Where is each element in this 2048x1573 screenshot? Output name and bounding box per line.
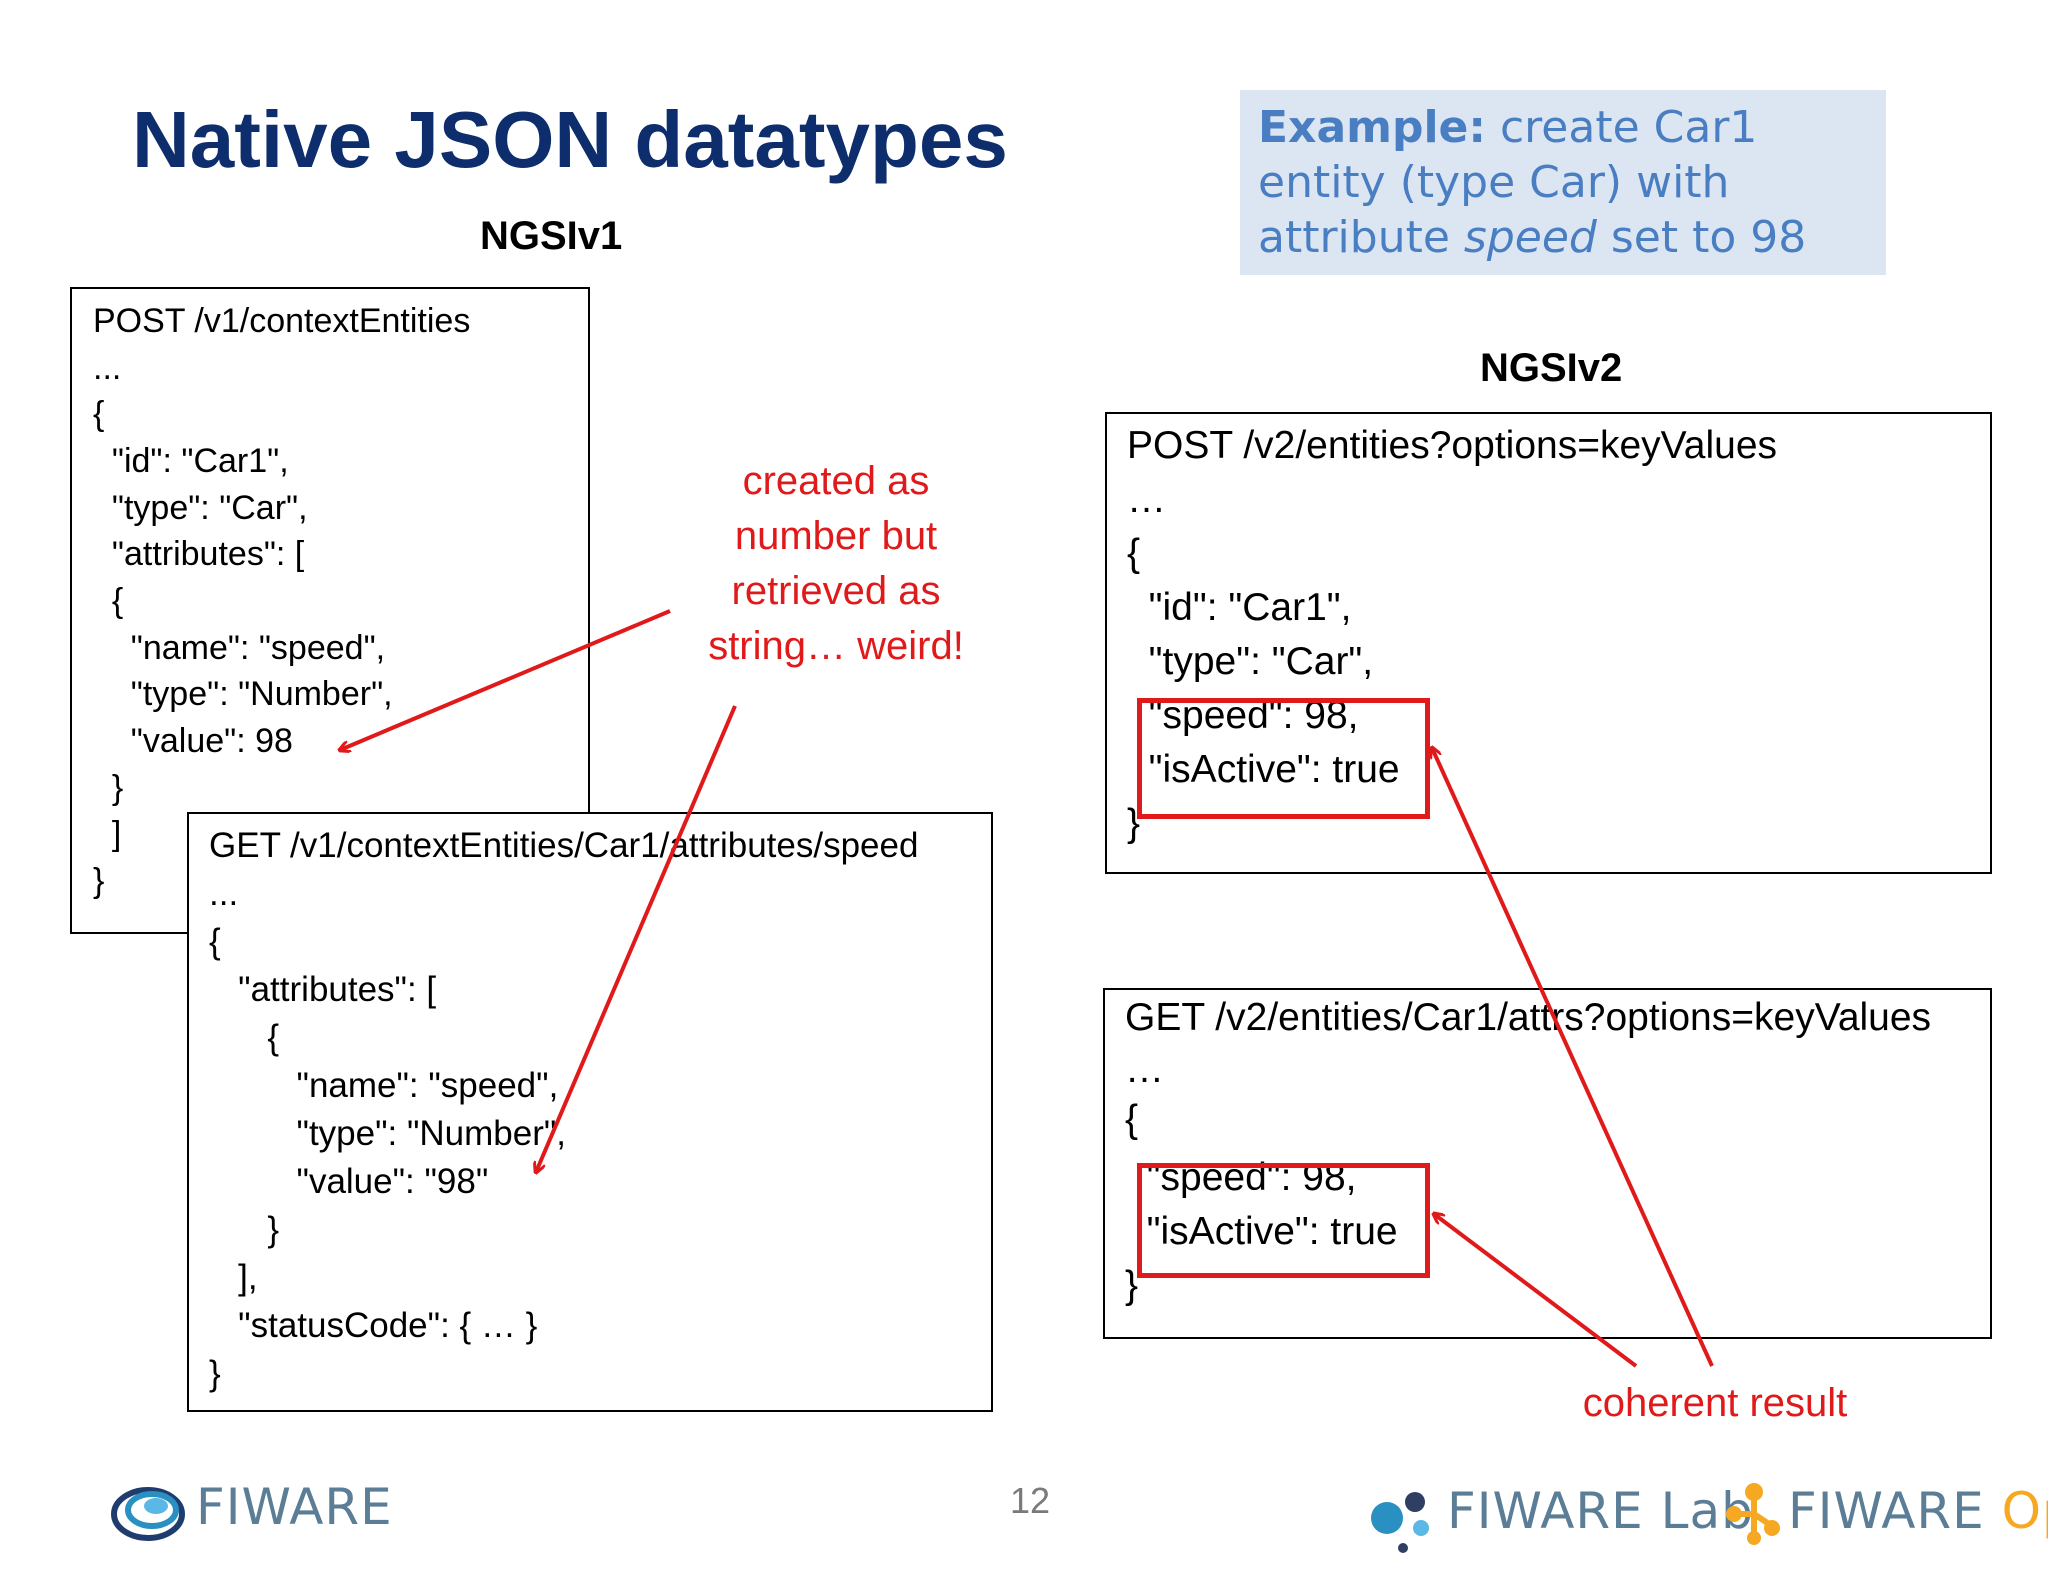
callout-line: string… weird! <box>708 624 964 668</box>
code-line: } <box>209 1354 221 1393</box>
code-line: "attributes": [ <box>93 535 305 573</box>
code-line: … <box>1127 478 1166 521</box>
callout-line: retrieved as <box>731 569 941 613</box>
code-line: "name": "speed", <box>93 629 386 667</box>
code-line: { <box>93 395 105 433</box>
callout-coherent: coherent result <box>1582 1381 1848 1425</box>
code-line: "id": "Car1", <box>1127 586 1352 629</box>
code-line: } <box>93 862 105 900</box>
fiware-logo: FIWARE <box>110 1478 392 1547</box>
example-line-2: entity (type Car) with <box>1258 157 1730 208</box>
callout-line: created as <box>742 459 930 503</box>
fiware-lab-logo-text: FIWARE Lab <box>1447 1482 1754 1540</box>
ngsiv2-label: NGSIv2 <box>1480 346 1623 390</box>
code-line: "name": "speed", <box>209 1066 559 1105</box>
code-line: { <box>209 1018 280 1057</box>
code-line: } <box>1125 1264 1139 1307</box>
highlight-box-retrieve <box>1137 1163 1430 1278</box>
code-line: ... <box>93 349 122 387</box>
code-line: } <box>209 1210 280 1249</box>
example-line-3: attribute speed set to 98 <box>1258 210 1868 265</box>
fiware-ops-nodes-icon <box>1726 1483 1780 1545</box>
example-line-3-pre: attribute <box>1258 212 1464 263</box>
code-line: ], <box>209 1258 258 1297</box>
fiware-ops-logo: FIWARE Ops <box>1724 1480 2048 1555</box>
callout-line: number but <box>734 514 938 558</box>
code-line: "type": "Number", <box>209 1114 567 1153</box>
fiware-swirl-icon <box>111 1487 185 1541</box>
code-line: "value": "98" <box>209 1162 489 1201</box>
ngsiv1-retrieve-request: GET /v1/contextEntities/Car1/attributes/… <box>187 812 993 1412</box>
code-line: "value": 98 <box>93 722 293 760</box>
fiware-ops-logo-word2: Ops <box>2001 1482 2048 1540</box>
code-line: ] <box>93 815 122 853</box>
code-line: GET /v2/entities/Car1/attrs?options=keyV… <box>1125 996 1932 1039</box>
example-line-3-italic: speed <box>1463 212 1597 263</box>
code-line: "isActive": true <box>1127 748 1400 791</box>
code-line: "isActive": true <box>1125 1210 1398 1253</box>
code-line: } <box>93 769 124 807</box>
code-line: GET /v1/contextEntities/Car1/attributes/… <box>209 826 919 865</box>
ngsiv1-label: NGSIv1 <box>480 214 623 258</box>
code-line: { <box>93 582 124 620</box>
code-line: POST /v1/contextEntities <box>93 302 471 340</box>
code-line: "type": "Number", <box>93 675 393 713</box>
fiware-ops-logo-word1: FIWARE <box>1788 1482 1985 1540</box>
code-line: POST /v2/entities?options=keyValues <box>1127 424 1778 467</box>
code-line: { <box>1125 1098 1139 1141</box>
code-line: "type": "Car", <box>93 489 308 527</box>
example-line-1-text: create Car1 <box>1486 102 1758 153</box>
slide-title: Native JSON datatypes <box>132 95 1008 184</box>
code-line: { <box>209 922 221 961</box>
code-line: "attributes": [ <box>209 970 437 1009</box>
page-number: 12 <box>1009 1480 1051 1521</box>
example-box: Example: create Car1 entity (type Car) w… <box>1240 90 1886 275</box>
code-line: "id": "Car1", <box>93 442 289 480</box>
code-line: "type": "Car", <box>1127 640 1374 683</box>
fiware-lab-logo: FIWARE Lab <box>1365 1480 1753 1565</box>
code-line: ... <box>209 874 239 913</box>
code-line: "statusCode": { … } <box>209 1306 538 1345</box>
code-line: } <box>1127 802 1141 845</box>
example-label: Example: <box>1258 102 1486 153</box>
code-line: { <box>1127 532 1141 575</box>
highlight-box-create <box>1137 698 1430 819</box>
fiware-ops-logo-text: FIWARE Ops <box>1788 1482 2048 1540</box>
fiware-lab-dots-icon <box>1371 1492 1429 1553</box>
ngsiv2-create-request: POST /v2/entities?options=keyValues … { … <box>1105 412 1992 874</box>
fiware-logo-text: FIWARE <box>196 1478 393 1536</box>
example-line-1: Example: create Car1 <box>1258 100 1868 155</box>
example-line-3-post: set to 98 <box>1596 212 1807 263</box>
code-line: … <box>1125 1048 1164 1091</box>
callout-weird: created as number but retrieved as strin… <box>680 454 992 674</box>
